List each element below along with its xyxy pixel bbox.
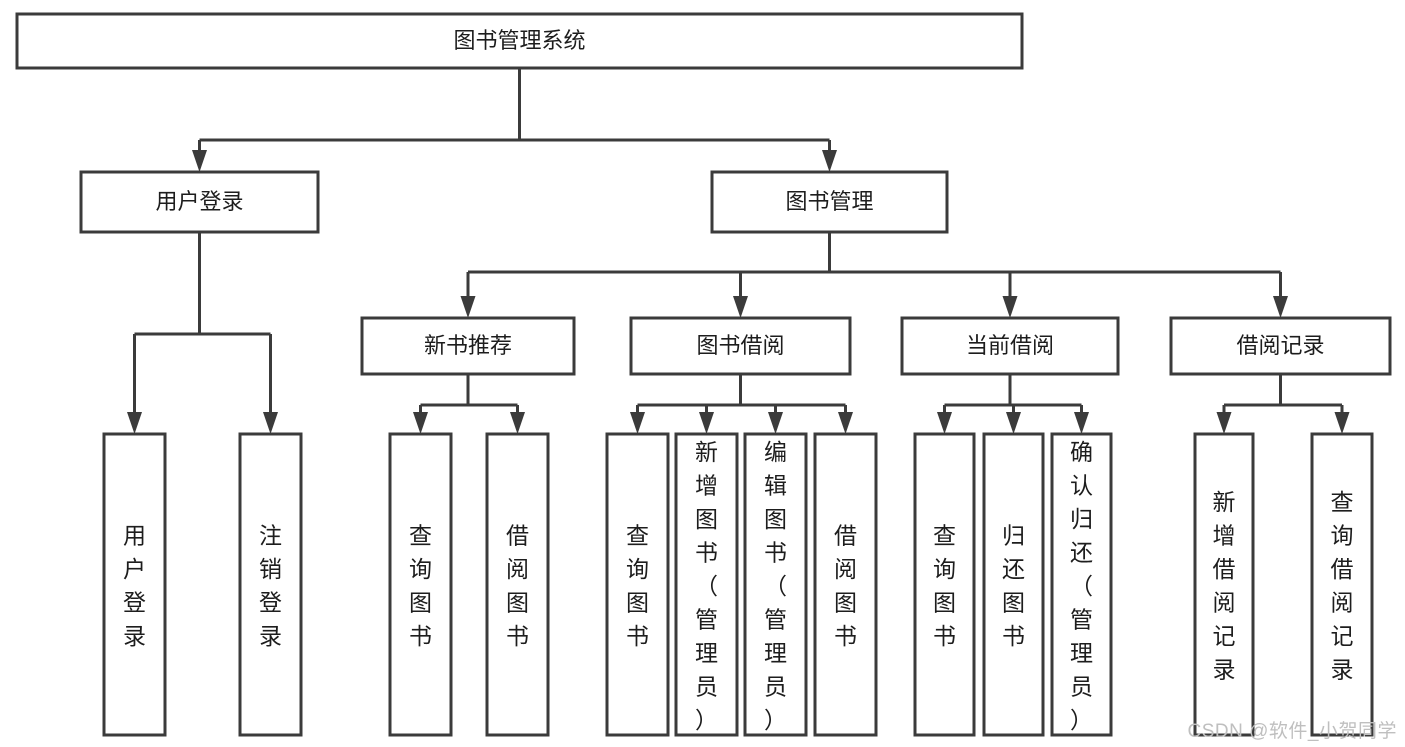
node-leaf-borrow-book[interactable]: 借阅图书 xyxy=(813,432,878,737)
csdn-watermark: CSDN @软件_小贺同学 xyxy=(1187,721,1397,742)
node-leaf-return-book[interactable]: 归还图书 xyxy=(982,432,1045,737)
node-box-leaf-query-book-current[interactable] xyxy=(913,432,976,737)
node-label-leaf-confirm-return-admin: 确认归还（管理员） xyxy=(1070,439,1093,733)
node-box-leaf-return-book[interactable] xyxy=(982,432,1045,737)
node-book-manage[interactable]: 图书管理 xyxy=(710,170,949,234)
node-label-leaf-borrow-book-rec: 借阅图书 xyxy=(506,523,529,650)
node-label-leaf-query-book-rec: 查询图书 xyxy=(409,523,432,650)
boxes-layer: 图书管理系统用户登录图书管理新书推荐图书借阅当前借阅借阅记录用户登录注销登录查询… xyxy=(15,12,1392,737)
connector-current-borrow-to-leaves xyxy=(937,374,1089,434)
node-label-leaf-logout: 注销登录 xyxy=(259,523,282,650)
node-box-borrow-record[interactable] xyxy=(1169,316,1392,376)
node-box-book-manage[interactable] xyxy=(710,170,949,234)
node-label-user-login: 用户登录 xyxy=(155,189,243,214)
node-box-leaf-add-borrow-record[interactable] xyxy=(1193,432,1255,737)
node-label-new-book-recommend: 新书推荐 xyxy=(424,333,512,358)
node-box-leaf-user-login[interactable] xyxy=(102,432,167,737)
node-label-leaf-return-book: 归还图书 xyxy=(1002,523,1025,650)
connector-borrow-record-to-leaves xyxy=(1216,374,1350,434)
node-label-book-borrow: 图书借阅 xyxy=(696,333,784,358)
node-box-leaf-logout[interactable] xyxy=(238,432,303,737)
node-label-leaf-query-book-borrow: 查询图书 xyxy=(626,523,649,650)
node-leaf-query-book-borrow[interactable]: 查询图书 xyxy=(605,432,670,737)
node-leaf-add-borrow-record[interactable]: 新增借阅记录 xyxy=(1193,432,1255,737)
node-box-leaf-borrow-book-rec[interactable] xyxy=(485,432,550,737)
node-box-leaf-query-book-rec[interactable] xyxy=(388,432,453,737)
node-box-book-borrow[interactable] xyxy=(629,316,852,376)
node-box-leaf-query-book-borrow[interactable] xyxy=(605,432,670,737)
node-label-root: 图书管理系统 xyxy=(453,28,585,53)
node-leaf-borrow-book-rec[interactable]: 借阅图书 xyxy=(485,432,550,737)
node-box-leaf-edit-book-admin[interactable] xyxy=(743,432,808,737)
node-label-leaf-add-borrow-record: 新增借阅记录 xyxy=(1213,489,1236,683)
node-label-leaf-query-borrow-record: 查询借阅记录 xyxy=(1331,489,1354,683)
node-label-borrow-record: 借阅记录 xyxy=(1236,333,1324,358)
node-current-borrow[interactable]: 当前借阅 xyxy=(900,316,1120,376)
node-leaf-confirm-return-admin[interactable]: 确认归还（管理员） xyxy=(1050,432,1113,737)
connector-root-to-level2 xyxy=(192,68,837,172)
connector-book-manage-to-level3 xyxy=(460,232,1288,318)
node-box-root[interactable] xyxy=(15,12,1024,70)
node-box-leaf-confirm-return-admin[interactable] xyxy=(1050,432,1113,737)
node-leaf-query-borrow-record[interactable]: 查询借阅记录 xyxy=(1310,432,1374,737)
node-leaf-query-book-rec[interactable]: 查询图书 xyxy=(388,432,453,737)
node-borrow-record[interactable]: 借阅记录 xyxy=(1169,316,1392,376)
node-box-leaf-add-book-admin[interactable] xyxy=(674,432,739,737)
node-leaf-edit-book-admin[interactable]: 编辑图书（管理员） xyxy=(743,432,808,737)
node-box-leaf-query-borrow-record[interactable] xyxy=(1310,432,1374,737)
node-root[interactable]: 图书管理系统 xyxy=(15,12,1024,70)
connectors-layer xyxy=(127,68,1350,434)
node-label-leaf-query-book-current: 查询图书 xyxy=(933,523,956,650)
node-new-book-recommend[interactable]: 新书推荐 xyxy=(360,316,576,376)
node-leaf-logout[interactable]: 注销登录 xyxy=(238,432,303,737)
node-box-new-book-recommend[interactable] xyxy=(360,316,576,376)
connector-book-borrow-to-leaves xyxy=(630,374,853,434)
node-leaf-user-login[interactable]: 用户登录 xyxy=(102,432,167,737)
node-label-leaf-add-book-admin: 新增图书（管理员） xyxy=(695,439,718,733)
node-label-book-manage: 图书管理 xyxy=(785,189,873,214)
node-leaf-query-book-current[interactable]: 查询图书 xyxy=(913,432,976,737)
connector-new-book-recommend-to-leaves xyxy=(413,374,525,434)
node-user-login[interactable]: 用户登录 xyxy=(79,170,320,234)
node-label-leaf-edit-book-admin: 编辑图书（管理员） xyxy=(764,439,787,733)
node-label-leaf-user-login: 用户登录 xyxy=(123,523,146,650)
node-leaf-add-book-admin[interactable]: 新增图书（管理员） xyxy=(674,432,739,737)
node-label-current-borrow: 当前借阅 xyxy=(966,333,1054,358)
node-label-leaf-borrow-book: 借阅图书 xyxy=(834,523,857,650)
connector-user-login-to-leaves xyxy=(127,232,278,434)
node-box-leaf-borrow-book[interactable] xyxy=(813,432,878,737)
node-book-borrow[interactable]: 图书借阅 xyxy=(629,316,852,376)
node-box-user-login[interactable] xyxy=(79,170,320,234)
node-box-current-borrow[interactable] xyxy=(900,316,1120,376)
